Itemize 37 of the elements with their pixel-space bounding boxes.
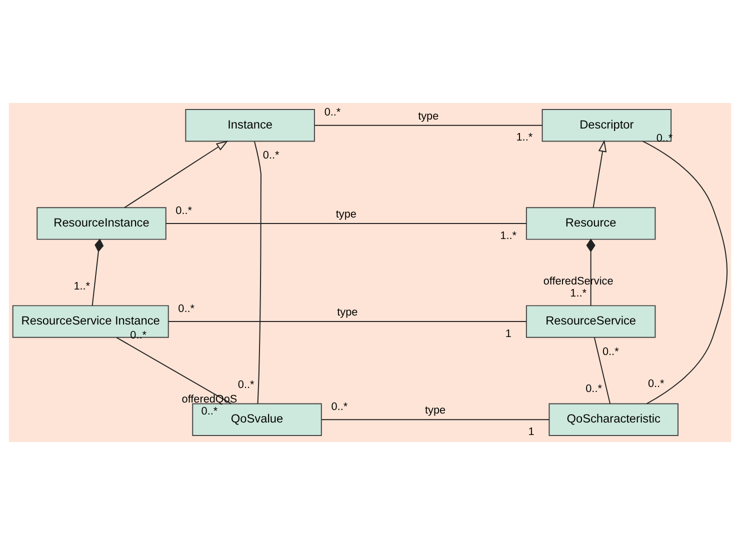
arrow xyxy=(124,140,228,208)
label: 1..* xyxy=(74,280,90,292)
edge-label: type xyxy=(425,404,446,416)
connector xyxy=(314,124,543,126)
arrow xyxy=(592,139,607,208)
label: 0..* xyxy=(602,345,619,358)
label: 0..* xyxy=(324,106,341,118)
label: 0..* xyxy=(238,378,254,390)
label: 0..* xyxy=(586,382,602,394)
label: 0..* xyxy=(648,377,664,390)
node-box: QoScharacteristic xyxy=(548,402,678,436)
label: 0..* xyxy=(178,302,194,314)
connector xyxy=(116,336,232,404)
label: 1..* xyxy=(500,229,517,242)
edge-label: type xyxy=(418,110,439,122)
node-box: Resource xyxy=(526,206,656,240)
label: 0..* xyxy=(176,204,192,216)
label: 1 xyxy=(528,425,534,438)
connector xyxy=(254,140,262,404)
label: 0..* xyxy=(262,149,280,162)
label: 1..* xyxy=(570,287,586,299)
label: 1 xyxy=(505,327,512,340)
label: 0..* xyxy=(331,400,348,412)
connector xyxy=(642,140,728,404)
connector xyxy=(92,238,104,306)
connector xyxy=(594,336,611,404)
edge-label: type xyxy=(337,306,358,318)
label: 0..* xyxy=(201,404,218,417)
edge-label: type xyxy=(336,208,356,220)
node-box: ResourceService xyxy=(526,304,656,338)
node-box: ResourceInstance xyxy=(36,206,166,240)
connector xyxy=(321,418,550,420)
connector xyxy=(168,320,527,322)
label: 1..* xyxy=(516,131,533,144)
connector xyxy=(586,238,596,306)
connector xyxy=(165,222,527,224)
node-box: Instance xyxy=(185,108,315,142)
